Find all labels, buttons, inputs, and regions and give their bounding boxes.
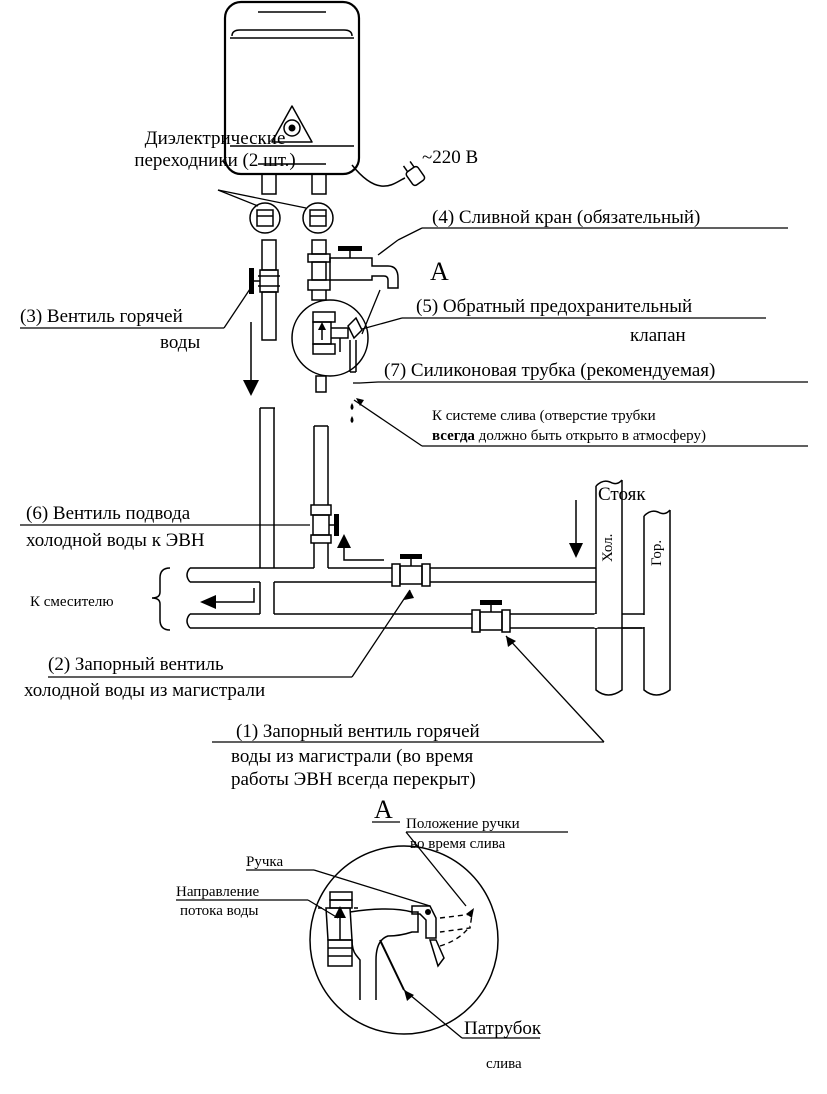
label-hot-valve-2: воды bbox=[160, 332, 200, 353]
label-flow-dir-1: Направление bbox=[176, 884, 260, 900]
label-drain-nozzle-2: слива bbox=[486, 1056, 522, 1072]
dielectric-adapters bbox=[217, 189, 334, 234]
pipe-network bbox=[186, 407, 671, 696]
water-heater bbox=[223, 0, 426, 195]
label-to-mixer: К смесителю bbox=[30, 594, 114, 610]
label-handle-pos-2: во время слива bbox=[410, 836, 506, 852]
label-riser: Стояк bbox=[598, 484, 646, 505]
power-plug-icon bbox=[402, 160, 426, 187]
label-drain-system-2: всегда должно быть открыто в атмосферу) bbox=[432, 428, 706, 444]
drip-icon bbox=[350, 403, 354, 423]
label-hot-valve-1: (3) Вентиль горячей bbox=[20, 306, 183, 327]
hot-water-pipe bbox=[249, 239, 280, 341]
label-dielectric-1: Диэлектрические bbox=[145, 128, 286, 149]
label-handle: Ручка bbox=[246, 854, 283, 870]
label-cold-main-1: (2) Запорный вентиль bbox=[48, 654, 224, 675]
check-valve-detail-circle bbox=[291, 289, 381, 393]
power-cord bbox=[351, 164, 406, 187]
drain-valve-assembly bbox=[307, 227, 788, 301]
flow-arrow-up-icon bbox=[337, 534, 384, 561]
label-section-a: А bbox=[430, 257, 449, 286]
flow-arrow-down-icon bbox=[243, 322, 259, 396]
label-hot-riser: Гор. bbox=[649, 540, 665, 566]
label-hot-main-2: воды из магистрали (во время bbox=[231, 746, 474, 767]
label-drain-valve: (4) Сливной кран (обязательный) bbox=[432, 207, 700, 228]
label-drain-system-1: К системе слива (отверстие трубки bbox=[432, 408, 656, 424]
flow-arrow-down-riser-icon bbox=[569, 500, 583, 558]
label-voltage: ~220 В bbox=[422, 147, 478, 168]
label-detail-a: А bbox=[374, 795, 393, 824]
label-hot-main-1: (1) Запорный вентиль горячей bbox=[236, 721, 480, 742]
thermostat-knob-icon bbox=[271, 105, 313, 143]
label-handle-pos-1: Положение ручки bbox=[406, 816, 520, 832]
detail-a-enlarged bbox=[176, 821, 568, 1039]
label-dielectric-2: переходники (2 шт.) bbox=[134, 150, 295, 171]
label-cold-supply-2: холодной воды к ЭВН bbox=[26, 530, 205, 551]
label-cold-riser: Хол. bbox=[600, 534, 616, 562]
label-silicone-tube: (7) Силиконовая трубка (рекомендуемая) bbox=[384, 360, 715, 381]
label-drain-system-rest: должно быть открыто в атмосферу) bbox=[475, 428, 706, 444]
label-cold-main-2: холодной воды из магистрали bbox=[24, 680, 265, 701]
label-flow-dir-2: потока воды bbox=[180, 903, 258, 919]
flow-arrow-left-icon bbox=[200, 588, 255, 609]
label-drain-system-bold: всегда bbox=[432, 428, 475, 444]
mixer-brace bbox=[151, 567, 171, 631]
label-hot-main-3: работы ЭВН всегда перекрыт) bbox=[231, 769, 476, 790]
label-cold-supply-1: (6) Вентиль подвода bbox=[26, 503, 191, 524]
label-check-valve-1: (5) Обратный предохранительный bbox=[416, 296, 692, 317]
label-check-valve-2: клапан bbox=[630, 325, 686, 346]
label-drain-nozzle-1: Патрубок bbox=[464, 1018, 542, 1039]
